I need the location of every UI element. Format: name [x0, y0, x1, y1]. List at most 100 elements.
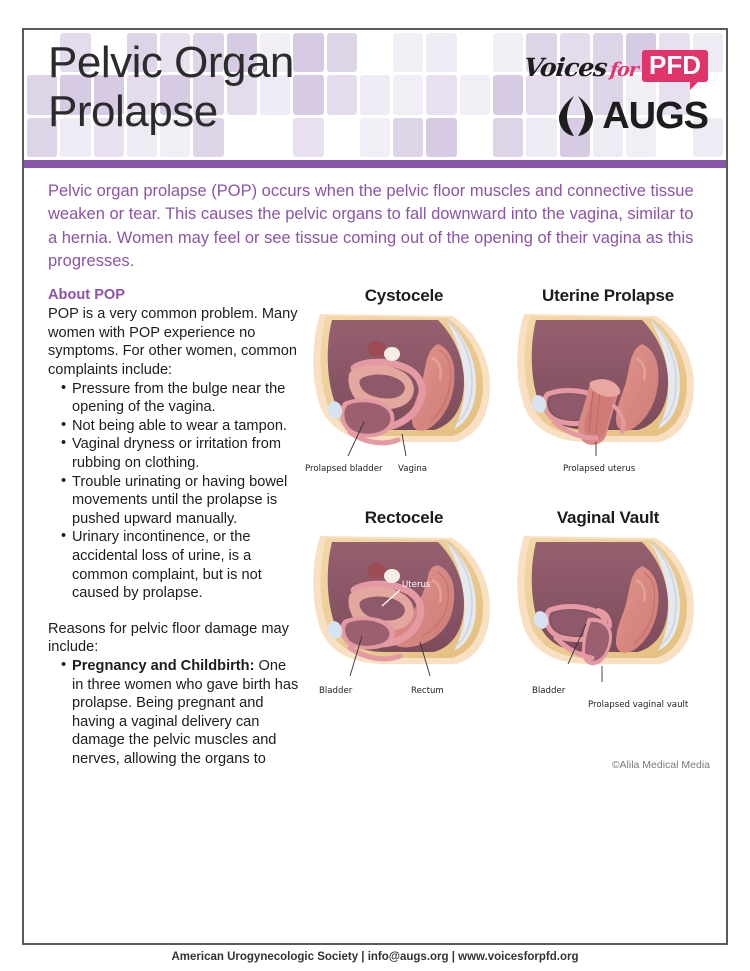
mosaic-tile	[27, 75, 58, 115]
mosaic-tile	[526, 33, 557, 73]
footer-text: American Urogynecologic Society | info@a…	[171, 951, 579, 963]
intro-paragraph: Pelvic organ prolapse (POP) occurs when …	[48, 182, 694, 271]
mosaic-tile	[459, 117, 490, 157]
mosaic-tile	[126, 117, 158, 157]
reason-detail: One in three women who gave birth has pr…	[72, 657, 299, 767]
mosaic-tile	[459, 75, 490, 115]
mosaic-tile	[426, 117, 457, 157]
diagram-title: Cystocele	[364, 285, 444, 305]
list-item: Pressure from the bulge near the opening…	[61, 379, 300, 417]
mosaic-tile	[426, 33, 457, 73]
mosaic-tile	[526, 117, 557, 157]
mosaic-tile	[359, 33, 391, 73]
mosaic-tile	[626, 117, 657, 157]
list-item: Pregnancy and Childbirth: One in three w…	[61, 656, 300, 769]
diagram-label: Prolapsed bladder	[305, 463, 383, 474]
mosaic-tile	[260, 33, 291, 73]
mosaic-tile	[393, 75, 424, 115]
content-columns: About POP POP is a very common problem. …	[24, 282, 726, 771]
list-item: Urinary incontinence, or the accidental …	[61, 527, 300, 602]
cystocele-illustration	[313, 313, 490, 456]
voices-for-pfd-logo: Voices for PFD	[508, 40, 708, 91]
rectocele-illustration	[313, 535, 490, 676]
augs-wordmark: AUGS	[602, 95, 709, 137]
list-item: Vaginal dryness or irritation from rubbi…	[61, 434, 300, 472]
mosaic-tile	[359, 75, 391, 115]
mosaic-tile	[493, 117, 524, 157]
diagram-title: Rectocele	[364, 507, 444, 527]
page-title: Pelvic Organ Prolapse	[48, 38, 294, 137]
mosaic-tile	[326, 117, 357, 157]
diagram-canvas: Prolapsed uterus	[510, 310, 706, 474]
about-pop-heading: About POP	[48, 286, 126, 303]
augs-logo: AUGS	[508, 94, 709, 138]
mosaic-tile	[60, 75, 91, 115]
reasons-intro: Reasons for pelvic floor damage may incl…	[48, 620, 289, 656]
mosaic-tile	[226, 117, 257, 157]
diagram-label: Prolapsed vaginal vault	[588, 699, 689, 710]
reasons-list: Pregnancy and Childbirth: One in three w…	[48, 656, 300, 769]
mosaic-tile	[160, 117, 191, 157]
vaginal-vault-illustration	[517, 535, 694, 682]
mosaic-tile	[93, 117, 124, 157]
diagram-row-bottom: Rectocele	[306, 507, 716, 710]
header-purple-divider	[24, 160, 726, 168]
reason-term: Pregnancy and Childbirth:	[72, 657, 255, 674]
mosaic-tile	[293, 117, 324, 157]
about-pop-column: About POP POP is a very common problem. …	[48, 286, 300, 769]
mosaic-tile	[27, 117, 58, 157]
uterine-prolapse-illustration	[517, 313, 694, 456]
mosaic-tile	[326, 33, 357, 73]
mosaic-tile	[160, 75, 191, 115]
diagram-canvas: Prolapsed bladder Vagina	[305, 310, 502, 474]
mosaic-tile	[426, 75, 457, 115]
list-item: Not being able to wear a tampon.	[61, 416, 300, 436]
spacer	[48, 603, 300, 620]
mosaic-tile	[393, 117, 424, 157]
diagram-column: Cystocele	[300, 285, 716, 771]
mosaic-tile	[27, 33, 58, 73]
diagram-label: Rectum	[411, 685, 444, 696]
diagram-title: Vaginal Vault	[556, 507, 660, 527]
poster-page: Pelvic Organ Prolapse Voices for PFD AUG…	[22, 28, 728, 945]
mosaic-tile	[126, 75, 158, 115]
diagram-canvas: Bladder Prolapsed vaginal vault	[510, 532, 706, 710]
mosaic-tile	[193, 33, 224, 73]
mosaic-tile	[493, 75, 524, 115]
header-banner: Pelvic Organ Prolapse Voices for PFD AUG…	[24, 30, 726, 160]
diagram-label: Uterus	[402, 579, 431, 590]
logo-group: Voices for PFD AUGS	[508, 40, 709, 138]
mosaic-tile	[393, 33, 424, 73]
mosaic-tile	[260, 75, 291, 115]
augs-leaf-icon	[559, 96, 594, 136]
mosaic-tile	[93, 75, 124, 115]
mosaic-tile	[592, 33, 624, 73]
diagram-canvas: Uterus Bladder Rectum	[306, 532, 502, 696]
image-credit: ©Alila Medical Media	[611, 758, 710, 771]
about-pop-paragraph: POP is a very common problem. Many women…	[48, 306, 298, 379]
mosaic-tile	[260, 117, 291, 157]
symptoms-list: Pressure from the bulge near the opening…	[48, 379, 300, 603]
logo-pfd-badge: PFD	[642, 49, 708, 91]
mosaic-tile	[160, 33, 191, 73]
diagram-row-top: Cystocele	[305, 285, 716, 474]
mosaic-tile	[592, 117, 624, 157]
mosaic-tile	[692, 117, 723, 157]
mosaic-tile	[493, 33, 524, 73]
mosaic-tile	[526, 75, 557, 115]
diagram-rectocele: Rectocele	[306, 507, 502, 696]
mosaic-tile	[293, 33, 324, 73]
mosaic-tile	[326, 75, 357, 115]
diagram-label: Bladder	[532, 685, 566, 696]
mosaic-tile	[60, 33, 91, 73]
mosaic-tile	[592, 75, 624, 115]
diagram-label: Bladder	[319, 685, 353, 696]
mosaic-tile	[659, 117, 690, 157]
logo-voices-text: Voices	[522, 53, 608, 82]
diagram-uterine-prolapse: Uterine Prolapse	[510, 286, 706, 474]
mosaic-tile	[193, 75, 224, 115]
mosaic-tile	[193, 117, 224, 157]
mosaic-tile	[93, 33, 124, 73]
mosaic-tile	[359, 117, 391, 157]
mosaic-tile	[226, 33, 257, 73]
